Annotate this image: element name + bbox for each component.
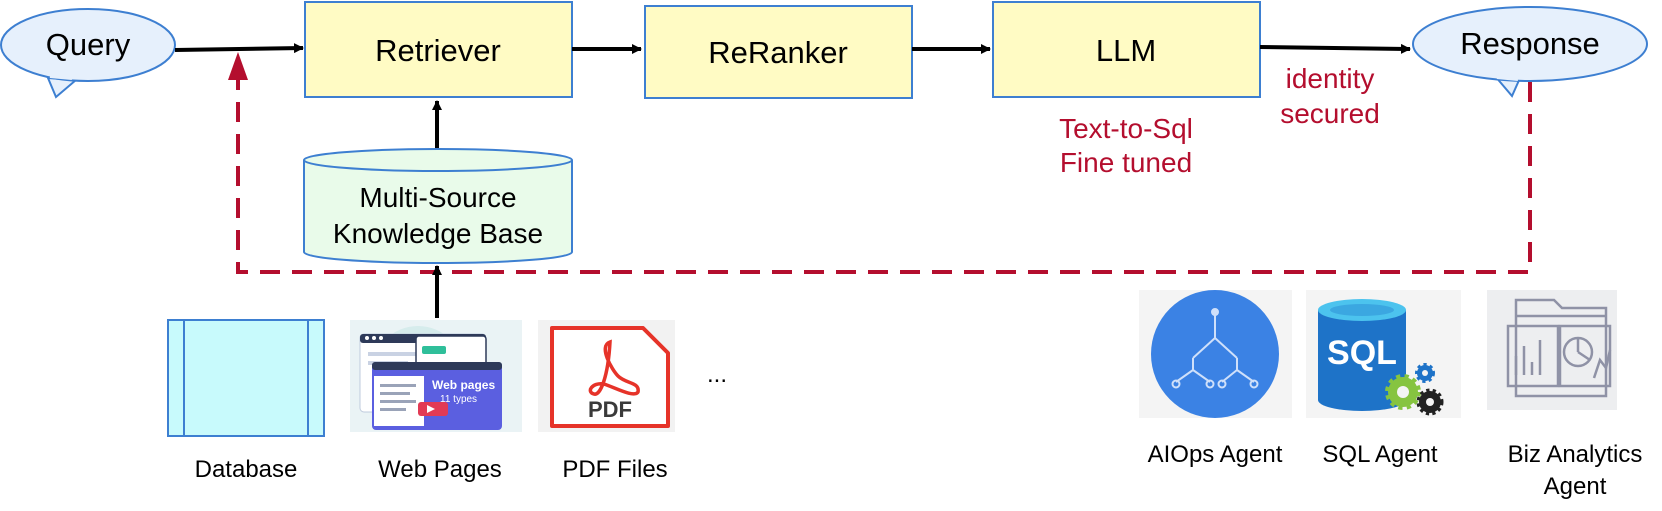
reranker-box: ReRanker xyxy=(644,5,913,99)
retriever-label: Retriever xyxy=(375,33,501,68)
kb-label-line1: Multi-Source xyxy=(359,182,516,213)
database-label: Database xyxy=(195,456,298,483)
pdf-icon-text: PDF xyxy=(588,397,632,422)
biz-analytics-label-line1: Biz Analytics xyxy=(1508,441,1643,468)
feedback-arrowhead xyxy=(228,52,248,80)
sql-agent-icon: SQL xyxy=(1306,290,1461,418)
biz-analytics-label-line2: Agent xyxy=(1544,473,1607,500)
retriever-box: Retriever xyxy=(304,1,573,98)
more-sources-ellipsis: ... xyxy=(707,361,727,388)
web-pages-label: Web Pages xyxy=(378,456,502,483)
response-annotation-line2: secured xyxy=(1280,98,1380,129)
llm-box: LLM xyxy=(992,1,1261,98)
response-bubble: Response xyxy=(1412,6,1648,98)
llm-label: LLM xyxy=(1096,33,1156,68)
arrow-llm-response xyxy=(1259,43,1411,54)
arrow-query-retriever xyxy=(174,43,304,54)
query-label: Query xyxy=(46,27,131,62)
reranker-label: ReRanker xyxy=(708,35,848,70)
sql-icon-text: SQL xyxy=(1327,334,1397,372)
biz-analytics-agent-icon xyxy=(1487,290,1617,410)
llm-annotation-line2: Fine tuned xyxy=(1060,147,1192,178)
feedback-loop xyxy=(228,52,1532,274)
database-icon xyxy=(167,319,325,437)
sql-agent-label: SQL Agent xyxy=(1322,441,1438,468)
query-bubble: Query xyxy=(0,8,176,99)
aiops-agent-icon xyxy=(1139,290,1292,418)
pdf-files-label: PDF Files xyxy=(562,456,667,483)
response-annotation-line1: identity xyxy=(1286,63,1375,94)
response-label: Response xyxy=(1460,26,1600,61)
pdf-icon: PDF xyxy=(538,320,675,432)
aiops-agent-label: AIOps Agent xyxy=(1148,441,1283,468)
web-card-subtitle: 11 types xyxy=(440,394,477,405)
kb-label-line2: Knowledge Base xyxy=(333,218,543,249)
web-card-title: Web pages xyxy=(432,378,495,392)
knowledge-base-cylinder: Multi-Source Knowledge Base xyxy=(303,148,573,264)
llm-annotation-line1: Text-to-Sql xyxy=(1059,113,1193,144)
web-pages-icon: Web pages 11 types xyxy=(350,320,522,432)
